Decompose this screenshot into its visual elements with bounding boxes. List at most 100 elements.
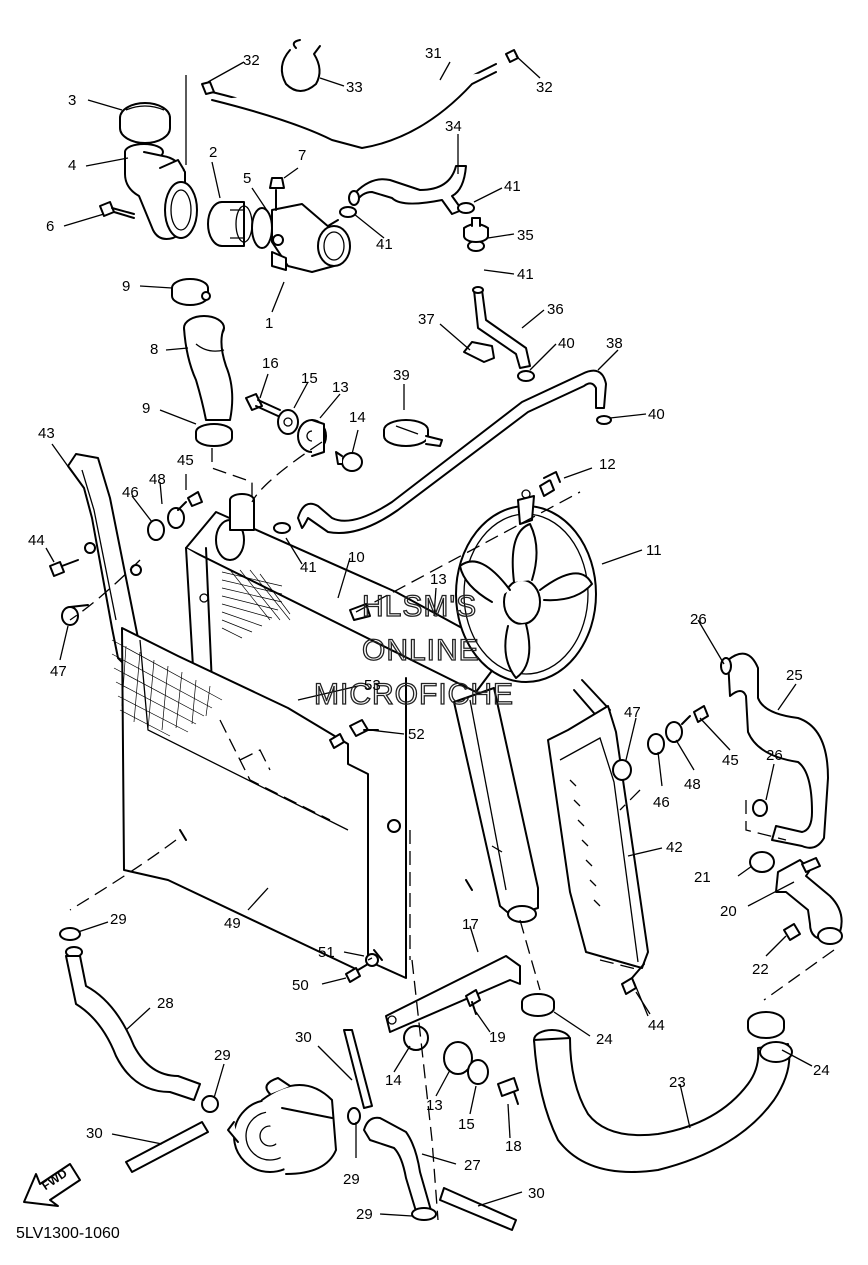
callout: 26 (690, 611, 707, 628)
callout: 21 (694, 869, 711, 886)
callout: 45 (722, 752, 739, 769)
callout: 5 (243, 170, 251, 187)
brackets-30 (125, 1029, 517, 1231)
mounting-hardware-upper (245, 393, 363, 472)
callout: 13 (426, 1097, 443, 1114)
callout: 47 (50, 663, 67, 680)
callout: 11 (646, 542, 662, 559)
pipe-joint-20 (749, 851, 843, 945)
callout: 9 (142, 400, 150, 417)
radiator-side-tank (453, 687, 539, 923)
hose-25 (720, 652, 829, 849)
callout: 15 (301, 370, 318, 387)
grill-49 (111, 627, 473, 971)
watermark-line-1: HLSM'S (362, 590, 477, 623)
callout: 36 (547, 301, 564, 318)
callout: 8 (150, 341, 158, 358)
callout: 48 (684, 776, 701, 793)
clamps-41 (273, 202, 485, 534)
callout: 15 (458, 1116, 475, 1133)
watermark-line-2: ONLINE (362, 634, 480, 667)
overflow-hose-38 (297, 369, 612, 534)
callout: 37 (418, 311, 435, 328)
radiator-hose-8 (183, 315, 234, 421)
fwd-arrow-icon: FWD (23, 1163, 81, 1207)
valve-35 (463, 217, 489, 243)
callout: 41 (376, 236, 393, 253)
callout: 29 (110, 911, 127, 928)
callout: 30 (295, 1029, 312, 1046)
side-cover-42 (547, 705, 649, 969)
callout: 35 (517, 227, 534, 244)
callout: 6 (46, 218, 54, 235)
callout: 51 (318, 944, 335, 961)
callout: 30 (86, 1125, 103, 1142)
callout: 22 (752, 961, 769, 978)
water-pump (227, 1077, 337, 1175)
callout: 39 (393, 367, 410, 384)
callout: 9 (122, 278, 130, 295)
callout: 14 (385, 1072, 402, 1089)
callout: 26 (766, 747, 783, 764)
mounting-hardware-left (49, 491, 203, 626)
lower-hose-23 (521, 993, 793, 1173)
thermostat (207, 201, 253, 247)
callout: 13 (332, 379, 349, 396)
bolt-7 (269, 177, 285, 211)
callout: 44 (28, 532, 45, 549)
callout: 48 (149, 471, 166, 488)
callout: 27 (464, 1157, 481, 1174)
callout: 45 (177, 452, 194, 469)
callout: 31 (425, 45, 442, 62)
callout: 3 (68, 92, 76, 109)
hose-34 (348, 165, 467, 215)
hose-28 (59, 927, 219, 1113)
callout: 18 (505, 1138, 522, 1155)
callout: 40 (648, 406, 665, 423)
callout: 43 (38, 425, 55, 442)
bolt-6 (99, 201, 135, 219)
parts-drawing: FWD (23, 39, 843, 1231)
callout: 38 (606, 335, 623, 352)
radiator-cap (119, 102, 171, 144)
callout: 19 (489, 1029, 506, 1046)
filler-neck (124, 75, 198, 240)
callout: 53 (364, 677, 381, 694)
callout: 30 (528, 1185, 545, 1202)
hardware-50-51 (345, 953, 379, 983)
callout: 14 (349, 409, 366, 426)
callout: 20 (720, 903, 737, 920)
callout: 29 (356, 1206, 373, 1223)
callout: 47 (624, 704, 641, 721)
callout: 7 (298, 147, 306, 164)
watermark-line-3: MICROFICHE (314, 678, 514, 711)
reference-dashed-lines (69, 441, 835, 1221)
hose-clamp-9-top (171, 278, 211, 306)
hose-36 (463, 286, 535, 382)
callout: 46 (653, 794, 670, 811)
callout: 13 (430, 571, 447, 588)
callout: 32 (536, 79, 553, 96)
o-ring-5 (251, 207, 273, 249)
reservoir-cap-39 (383, 419, 443, 447)
callout: 4 (68, 157, 76, 174)
callout: 50 (292, 977, 309, 994)
watermark: HLSM'S ONLINE MICROFICHE (313, 589, 514, 711)
leader-lines (45, 55, 813, 1217)
callout: 29 (214, 1047, 231, 1064)
callout: 12 (599, 456, 616, 473)
callout: 41 (504, 178, 521, 195)
callout: 24 (596, 1031, 613, 1048)
bolt-12 (539, 471, 561, 497)
callout: 49 (224, 915, 241, 932)
hose-clamp-9-lower (195, 423, 233, 447)
callout: 29 (343, 1171, 360, 1188)
diagram-code: 5LV1300-1060 (16, 1225, 120, 1242)
callout: 17 (462, 916, 479, 933)
callout: 25 (786, 667, 803, 684)
callout: 16 (262, 355, 279, 372)
callout: 10 (348, 549, 365, 566)
callout: 40 (558, 335, 575, 352)
bracket-17 (385, 955, 521, 1105)
callout: 23 (669, 1074, 686, 1091)
